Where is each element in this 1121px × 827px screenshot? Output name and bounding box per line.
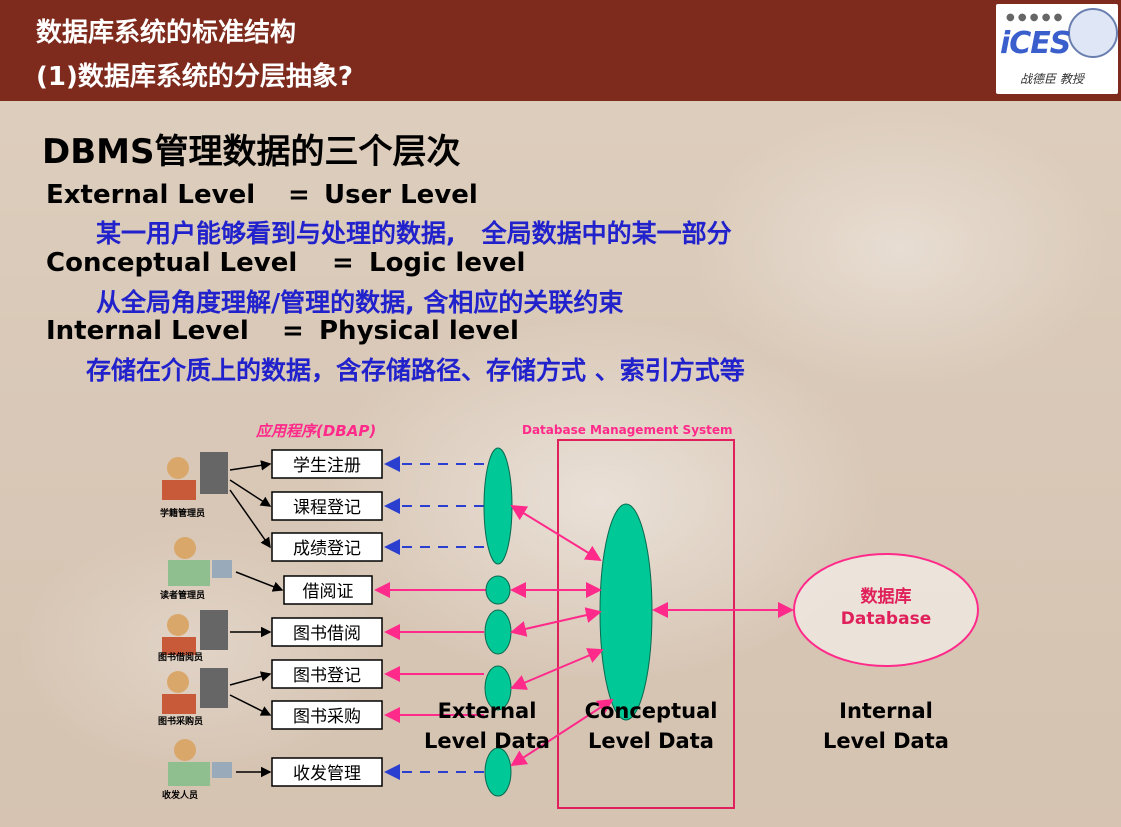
- internal-level-data-label: Internal Level Data: [823, 699, 949, 753]
- slide-title: DBMS管理数据的三个层次: [42, 132, 461, 172]
- app-box-2: 课程登记: [293, 498, 361, 518]
- conceptual-level-name: Conceptual Level: [46, 248, 298, 278]
- conceptual-level-data-label: Conceptual Level Data: [584, 699, 718, 753]
- external-ellipse-5: [484, 747, 512, 797]
- external-ellipse-3: [484, 609, 512, 655]
- external-ellipse-2: [485, 575, 511, 605]
- database-en-label: Database: [841, 609, 931, 629]
- internal-level-name: Internal Level: [46, 316, 249, 346]
- logo-author: 战德臣 教授: [1020, 72, 1084, 86]
- app-box-4: 借阅证: [303, 582, 354, 602]
- external-level-data-label: External Level Data: [424, 699, 550, 753]
- conceptual-level-alias: Logic level: [369, 248, 526, 278]
- dbms-title: Database Management System: [522, 423, 733, 437]
- user-figure-2: [168, 537, 232, 586]
- app-box-5: 图书借阅: [293, 624, 361, 644]
- internal-level-eq: =: [282, 316, 304, 346]
- user-figure-1: [162, 452, 228, 500]
- app-box-7: 图书采购: [293, 707, 361, 727]
- user-label-5: 收发人员: [162, 789, 198, 801]
- external-level-name: External Level: [46, 180, 256, 210]
- app-title: 应用程序(DBAP): [255, 422, 376, 440]
- emblem-icon: [1068, 8, 1118, 58]
- header-title: 数据库系统的标准结构: [36, 18, 297, 48]
- app-box-3: 成绩登记: [293, 539, 361, 559]
- internal-level-desc: 存储在介质上的数据，含存储路径、存储方式 、索引方式等: [86, 356, 745, 385]
- user-label-4: 图书采购员: [158, 715, 203, 727]
- app-box-8: 收发管理: [293, 764, 361, 784]
- logo-text: iCES: [1000, 26, 1071, 61]
- internal-level-alias: Physical level: [319, 316, 519, 346]
- slide-header: 数据库系统的标准结构 (1)数据库系统的分层抽象? ● ● ● ● ● iCES…: [0, 0, 1121, 101]
- dots-icon: ● ● ● ● ●: [1006, 12, 1063, 23]
- conceptual-level-desc: 从全局角度理解/管理的数据, 含相应的关联约束: [96, 288, 624, 317]
- user-label-3: 图书借阅员: [158, 651, 203, 663]
- external-ellipse-1: [483, 447, 513, 565]
- user-figure-5: [168, 739, 232, 786]
- database-ellipse: [793, 553, 979, 667]
- user-figure-3: [162, 610, 228, 655]
- user-figure-4: [162, 668, 228, 714]
- external-level-alias: User Level: [324, 180, 478, 210]
- user-label-2: 读者管理员: [160, 589, 205, 601]
- user-label-1: 学籍管理员: [160, 507, 205, 519]
- header-subtitle: (1)数据库系统的分层抽象?: [36, 62, 353, 92]
- external-level-eq: =: [288, 180, 310, 210]
- external-level-desc: 某一用户能够看到与处理的数据, 全局数据中的某一部分: [96, 219, 732, 248]
- ices-logo: ● ● ● ● ● iCES 战德臣 教授: [996, 4, 1118, 94]
- database-cn-label: 数据库: [861, 586, 912, 607]
- app-box-6: 图书登记: [293, 666, 361, 686]
- app-box-1: 学生注册: [293, 456, 361, 476]
- three-level-diagram: 应用程序(DBAP) Database Management System 学籍…: [158, 422, 979, 809]
- conceptual-ellipse: [599, 503, 653, 721]
- conceptual-level-eq: =: [332, 248, 354, 278]
